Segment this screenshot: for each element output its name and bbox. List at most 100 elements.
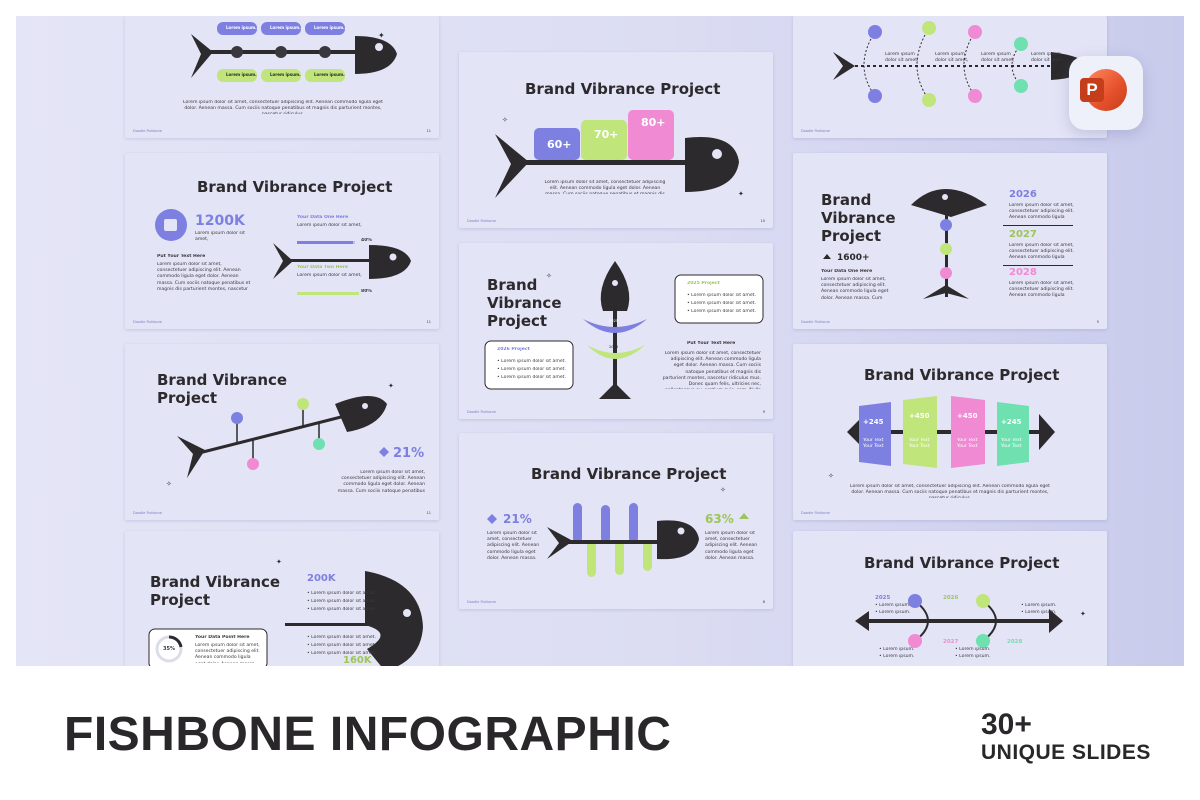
bullet-text: Lorem ipsum dolor sit amet. xyxy=(691,301,756,306)
slide-fishbone-diagonal[interactable]: Brand Vibrance Project 21% Lorem ipsum d… xyxy=(125,344,439,520)
pill-label: Lorem ipsum. xyxy=(270,25,301,30)
bullet-text: Lorem ipsum. xyxy=(1025,603,1057,608)
footer-brand: Doodle Fishbone xyxy=(801,511,830,515)
bone-label: 2025 xyxy=(609,319,619,323)
panel-text: Your Text Your Text xyxy=(1001,438,1022,450)
pill-label: Lorem ipsum. xyxy=(314,25,345,30)
bullet-text: Lorem ipsum. xyxy=(1025,610,1057,615)
bullet-text: Lorem ipsum dolor sit amet. xyxy=(501,367,566,372)
footer-brand: Doodle Fishbone xyxy=(801,129,830,133)
footer-brand: Doodle Fishbone xyxy=(467,410,496,414)
slide-title-line: Project xyxy=(157,389,218,407)
bone-label: 2026 xyxy=(609,345,619,349)
footer-brand: Doodle Fishbone xyxy=(467,219,496,223)
body-text: Lorem ipsum dolor sit amet, consectetuer… xyxy=(195,643,260,663)
bullet: • Lorem ipsum. xyxy=(1021,603,1057,608)
bullet-text: Lorem ipsum. xyxy=(883,647,915,652)
bullet: • Lorem ipsum dolor sit amet. xyxy=(307,651,376,656)
bullet-text: Lorem ipsum dolor sit amet. xyxy=(691,293,756,298)
footer-brand: Doodle Fishbone xyxy=(133,129,162,133)
bullet: • Lorem ipsum dolor sit amet. xyxy=(307,607,376,612)
slide-fishbone-bars[interactable]: Brand Vibrance Project 60+ 70+ 80+ Lorem… xyxy=(459,52,773,228)
year-label: 2026 xyxy=(943,595,959,601)
panel-value: +450 xyxy=(957,412,978,420)
slide-fishbone-dotted[interactable]: Lorem ipsum dolor sit amet, Lorem ipsum … xyxy=(793,16,1107,138)
data-heading: Your Data One Here xyxy=(297,215,349,220)
bar-value: 60+ xyxy=(547,138,572,151)
bullet-text: Lorem ipsum dolor sit amet. xyxy=(311,635,376,640)
bullet: • Lorem ipsum dolor sit amet. xyxy=(497,375,566,380)
panel-text: Your Text Your Text xyxy=(957,438,978,450)
body-text: Lorem ipsum dolor sit amet, xyxy=(885,52,919,64)
slide-title-line: Brand xyxy=(821,191,872,209)
slide-title-line: Project xyxy=(150,591,211,609)
slide-title: Brand Vibrance Project xyxy=(531,465,727,483)
data-heading: Your Data One Here xyxy=(821,269,873,274)
slide-title-line: Vibrance xyxy=(487,294,562,312)
bullet: • Lorem ipsum. xyxy=(875,610,911,615)
panel-value: +450 xyxy=(909,412,930,420)
body-text: Lorem ipsum dolor sit amet, consectetuer… xyxy=(1009,203,1074,221)
card-title: 2025 Project xyxy=(687,281,720,286)
slide-fishbone-panels[interactable]: Brand Vibrance Project +245 +450 +450 +2… xyxy=(793,344,1107,520)
bullet: • Lorem ipsum dolor sit amet. xyxy=(307,643,376,648)
page-number: 11 xyxy=(426,129,431,133)
bullet-text: Lorem ipsum dolor sit amet. xyxy=(311,643,376,648)
year-label: 2027 xyxy=(943,639,959,645)
text-heading: Put Your Text Here xyxy=(687,341,736,346)
slide-fishbone-pills[interactable]: Lorem ipsum. Lorem ipsum. Lorem ipsum. L… xyxy=(125,16,439,138)
slide-fishbone-skeleton[interactable]: Brand Vibrance Project 2025 Project • Lo… xyxy=(459,243,773,419)
page-number: 10 xyxy=(760,219,765,223)
slide-fishbone-years[interactable]: Brand Vibrance Project 2025 2026 2027 20… xyxy=(793,531,1107,666)
slide-title: Brand Vibrance Project xyxy=(864,554,1060,572)
body-text: Lorem ipsum dolor sit amet, consectetuer… xyxy=(337,470,425,494)
bullet-text: Lorem ipsum dolor sit amet. xyxy=(311,591,376,596)
panel-value: +245 xyxy=(1001,418,1022,426)
bullet-text: Lorem ipsum dolor sit amet. xyxy=(501,359,566,364)
slide-fishbone-vertical[interactable]: Brand Vibrance Project 200K • Lorem ipsu… xyxy=(125,531,439,666)
bullet: • Lorem ipsum. xyxy=(955,647,991,652)
product-title: FISHBONE INFOGRAPHIC xyxy=(64,708,672,761)
bullet: • Lorem ipsum dolor sit amet. xyxy=(497,359,566,364)
data-heading: Your Data Two Here xyxy=(297,265,348,270)
slide-count: 30+ xyxy=(981,708,1032,741)
body-text: Lorem ipsum dolor sit amet, xyxy=(297,273,362,278)
progress-percent: 80% xyxy=(361,289,372,294)
slide-title-line: Brand Vibrance xyxy=(157,371,288,389)
body-text: Lorem ipsum dolor sit amet, consectetuer… xyxy=(850,484,1050,498)
panel-text: Your Text Your Text xyxy=(863,438,884,450)
bullet-text: Lorem ipsum. xyxy=(959,647,991,652)
progress-percent: 40% xyxy=(361,238,372,243)
panel-value: +245 xyxy=(863,418,884,426)
slide-fishbone-timeline[interactable]: Brand Vibrance Project 2026 Lorem ipsum … xyxy=(793,153,1107,329)
body-text: Lorem ipsum dolor sit amet, xyxy=(195,231,245,243)
powerpoint-letter: P xyxy=(1080,78,1104,102)
pill-label: Lorem ipsum. xyxy=(226,72,257,77)
slide-fishbone-comb[interactable]: Brand Vibrance Project 21% Lorem ipsum d… xyxy=(459,433,773,609)
footer-brand: Doodle Fishbone xyxy=(801,320,830,324)
bullet: • Lorem ipsum dolor sit amet. xyxy=(307,635,376,640)
fishbone-illustration xyxy=(177,396,389,478)
page-number: 5 xyxy=(1096,320,1099,324)
bullet: • Lorem ipsum dolor sit amet. xyxy=(497,367,566,372)
body-text: Lorem ipsum dolor sit amet, consectetuer… xyxy=(705,531,758,559)
fishbone-illustration xyxy=(847,396,1055,468)
body-text: Lorem ipsum dolor sit amet, consectetuer… xyxy=(1009,243,1074,261)
slide-count-label: UNIQUE SLIDES xyxy=(981,741,1151,764)
slide-title-line: Project xyxy=(821,227,882,245)
bar-value: 70+ xyxy=(594,128,619,141)
slide-fishbone-progress[interactable]: Brand Vibrance Project 1200K Lorem ipsum… xyxy=(125,153,439,329)
fishbone-illustration xyxy=(823,189,1073,299)
bullet-text: Lorem ipsum dolor sit amet. xyxy=(691,309,756,314)
powerpoint-icon: P xyxy=(1069,56,1143,130)
fishbone-illustration xyxy=(855,594,1063,648)
slide-title: Brand Vibrance Project xyxy=(197,178,393,196)
year-label: 2026 xyxy=(1009,189,1037,200)
bullet-text: Lorem ipsum dolor sit amet. xyxy=(311,599,376,604)
bullet: • Lorem ipsum. xyxy=(879,654,915,659)
card-title: 2026 Project xyxy=(497,347,530,352)
stat-value: 21% xyxy=(393,446,425,461)
body-text: Lorem ipsum dolor sit amet, consectetuer… xyxy=(183,100,383,114)
bullet: • Lorem ipsum dolor sit amet. xyxy=(687,301,756,306)
stat-value: 200K xyxy=(307,573,336,584)
